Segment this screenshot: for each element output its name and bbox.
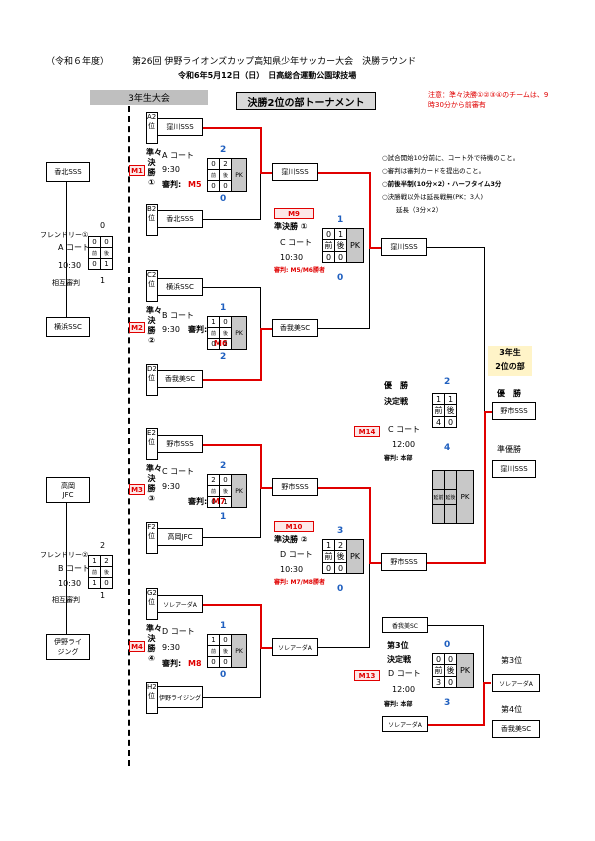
sf-winner-1: 窪川SSS [381, 238, 427, 256]
fourth-place-team: 香我美SC [492, 720, 540, 738]
match-tag: M3 [129, 484, 145, 495]
division-label: 3年生 2位の部 [488, 346, 532, 376]
champion-label: 優 勝 [497, 389, 521, 398]
side-team-4: 伊野ライ ジング [46, 634, 90, 660]
third-place-label: 第3位 [501, 656, 523, 665]
qf2-team-a: 横浜SSC [157, 278, 203, 296]
runnerup-team: 窪川SSS [492, 460, 536, 478]
side-team-3: 高岡 JFC [46, 477, 90, 503]
qf-winner-4: ソレアーダA [272, 638, 318, 656]
note-3: ○前後半制(10分×2）・ハーフタイム3分 [382, 180, 502, 188]
page-title: 第26回 伊野ライオンズカップ高知県少年サッカー大会 決勝ラウンド [132, 57, 417, 67]
sf-winner-2: 野市SSS [381, 553, 427, 571]
qf4-team-b: 伊野ライジング [157, 686, 203, 708]
bracket-title: 決勝2位の部トーナメント [236, 92, 376, 110]
match-tag: M13 [354, 670, 380, 681]
side-team-2: 横浜SSC [46, 317, 90, 337]
rules-notes: ○試合開始10分前に、コート外で待機のこと。 ○審判は審判カードを提出のこと。 … [382, 152, 519, 217]
champion-team: 野市SSS [492, 402, 536, 420]
note-5: 延長（3分×2） [396, 206, 443, 214]
match-tag: M1 [129, 165, 145, 176]
qf4-team-a: ソレアーダA [157, 595, 203, 613]
qf1-team-b: 香北SSS [157, 210, 203, 228]
qf-winner-2: 香我美SC [272, 319, 318, 337]
third-place-team: ソレアーダA [492, 674, 540, 692]
qf3-team-b: 高岡JFC [157, 528, 203, 546]
third-team-a: 香我美SC [382, 617, 428, 633]
year-label: （令和６年度） [46, 57, 110, 67]
divider-line [128, 106, 130, 766]
date-venue: 令和6年5月12日（日） 日高総合運動公園球技場 [178, 71, 357, 80]
match-tag: M4 [129, 641, 145, 652]
third-team-b: ソレアーダA [382, 716, 428, 732]
match-tag: M14 [354, 426, 380, 437]
section-label: 3年生大会 [90, 90, 208, 105]
notice-text: 注意：準々決勝①②③④のチームは、9時30分から前審有 [428, 91, 549, 109]
match-tag: M9 [274, 208, 314, 219]
qf2-team-b: 香我美SC [157, 370, 203, 388]
qf1-team-a: 窪川SSS [157, 118, 203, 136]
note-2: ○審判は審判カードを提出のこと。 [382, 167, 486, 175]
match-tag: M2 [129, 322, 145, 333]
fourth-place-label: 第4位 [501, 705, 523, 714]
match-tag: M10 [274, 521, 314, 532]
side-team-1: 香北SSS [46, 162, 90, 182]
note-1: ○試合開始10分前に、コート外で待機のこと。 [382, 154, 520, 162]
qf3-team-a: 野市SSS [157, 435, 203, 453]
note-4: ○決勝戦以外は延長戦無(PK：3人) [382, 193, 484, 201]
qf-winner-1: 窪川SSS [272, 163, 318, 181]
qf-winner-3: 野市SSS [272, 478, 318, 496]
runnerup-label: 準優勝 [497, 445, 521, 454]
